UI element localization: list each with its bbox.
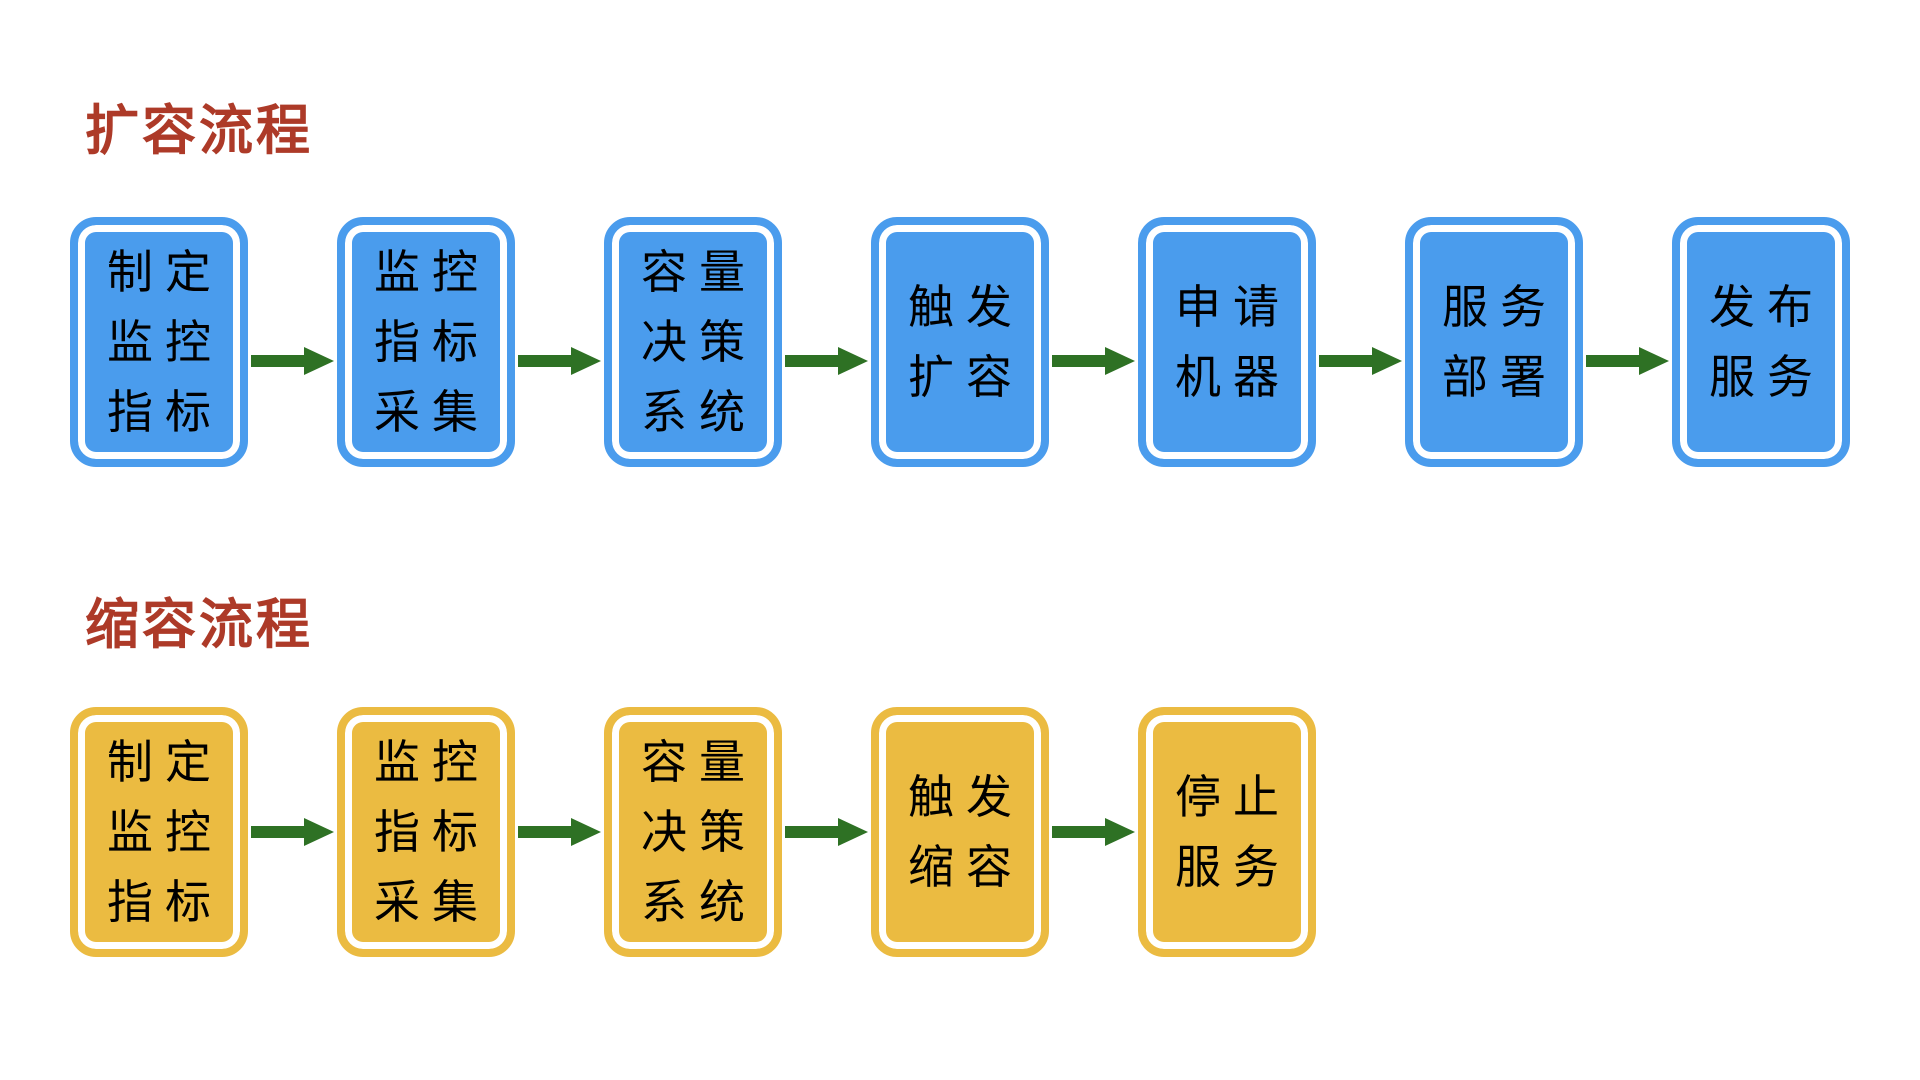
node-line: 触发 xyxy=(908,770,1024,824)
node-line: 容量 xyxy=(641,735,757,789)
node-collect-metrics: 监控 指标 采集 xyxy=(337,217,515,467)
node-capacity-decision: 容量 决策 系统 xyxy=(604,217,782,467)
node-collect-metrics: 监控 指标 采集 xyxy=(337,707,515,957)
node-capacity-decision: 容量 决策 系统 xyxy=(604,707,782,957)
node-line: 停止 xyxy=(1175,770,1291,824)
node-line: 服务 xyxy=(1175,840,1291,894)
node-trigger-expand: 触发 扩容 xyxy=(871,217,1049,467)
node-define-metrics: 制定 监控 指标 xyxy=(70,217,248,467)
node-line: 扩容 xyxy=(908,350,1024,404)
node-line: 采集 xyxy=(374,385,490,439)
node-stop-service: 停止 服务 xyxy=(1138,707,1316,957)
node-trigger-shrink: 触发 缩容 xyxy=(871,707,1049,957)
flow-arrow-icon xyxy=(1049,707,1138,957)
flow-arrow-icon xyxy=(515,236,604,486)
node-line: 监控 xyxy=(107,805,223,859)
shrink-flow-row: 制定 监控 指标 监控 指标 采集 容量 决策 系统 触发 缩容 停止 服务 xyxy=(70,707,1316,957)
node-deploy-service: 服务 部署 xyxy=(1405,217,1583,467)
node-line: 申请 xyxy=(1175,280,1291,334)
flow-arrow-icon xyxy=(1049,236,1138,486)
node-line: 监控 xyxy=(374,245,490,299)
node-line: 服务 xyxy=(1442,280,1558,334)
flow-arrow-icon xyxy=(248,707,337,957)
flow-arrow-icon xyxy=(1316,236,1405,486)
section-title-expand: 扩容流程 xyxy=(85,99,313,162)
node-line: 机器 xyxy=(1175,350,1291,404)
node-line: 指标 xyxy=(107,875,223,929)
node-line: 决策 xyxy=(641,315,757,369)
node-line: 制定 xyxy=(107,735,223,789)
node-line: 系统 xyxy=(641,385,757,439)
node-line: 缩容 xyxy=(908,840,1024,894)
flow-arrow-icon xyxy=(248,236,337,486)
node-line: 指标 xyxy=(374,805,490,859)
node-line: 部署 xyxy=(1442,350,1558,404)
flow-arrow-icon xyxy=(782,236,871,486)
node-line: 指标 xyxy=(374,315,490,369)
node-line: 容量 xyxy=(641,245,757,299)
flow-arrow-icon xyxy=(1583,236,1672,486)
node-line: 服务 xyxy=(1709,350,1825,404)
flow-arrow-icon xyxy=(782,707,871,957)
node-line: 监控 xyxy=(107,315,223,369)
node-publish-service: 发布 服务 xyxy=(1672,217,1850,467)
flow-arrow-icon xyxy=(515,707,604,957)
node-line: 触发 xyxy=(908,280,1024,334)
node-line: 指标 xyxy=(107,385,223,439)
node-request-machines: 申请 机器 xyxy=(1138,217,1316,467)
node-line: 发布 xyxy=(1709,280,1825,334)
node-line: 采集 xyxy=(374,875,490,929)
node-line: 制定 xyxy=(107,245,223,299)
node-line: 监控 xyxy=(374,735,490,789)
node-line: 决策 xyxy=(641,805,757,859)
node-define-metrics: 制定 监控 指标 xyxy=(70,707,248,957)
node-line: 系统 xyxy=(641,875,757,929)
section-title-shrink: 缩容流程 xyxy=(85,593,313,656)
expand-flow-row: 制定 监控 指标 监控 指标 采集 容量 决策 系统 触发 扩容 申请 机器 服… xyxy=(70,217,1850,467)
